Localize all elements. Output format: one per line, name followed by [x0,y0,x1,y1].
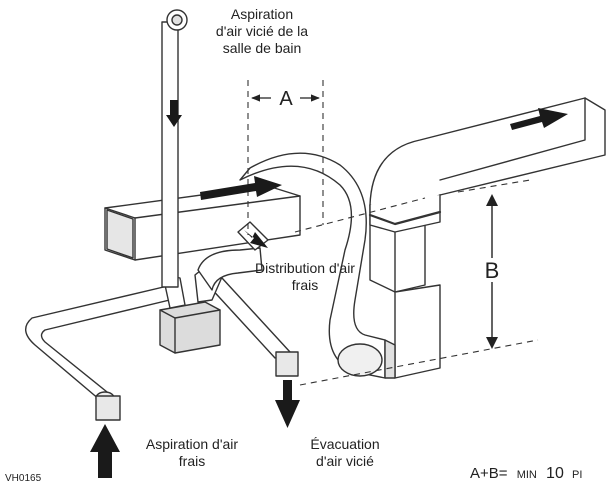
label-bath-exhaust-line2: d'air vicié de la [216,23,308,39]
label-stale-exhaust-line1: Évacuation [310,436,379,452]
vertical-rectangular-duct [368,97,606,379]
bath-exhaust-down-arrow [166,100,182,127]
label-fresh-distribution-line2: frais [292,277,318,293]
stale-exhaust-down-arrow [275,380,300,428]
formula-min: MIN [517,469,537,481]
label-bath-exhaust-line3: salle de bain [223,40,302,56]
label-bath-exhaust-line1: Aspiration [231,6,293,22]
bathroom-exhaust-pipe [161,9,188,288]
dimension-b-arrow-down [486,337,498,349]
dimension-guides [247,80,539,386]
label-dimension-a: A [279,88,293,110]
distribution-arrow [242,228,268,248]
label-fresh-distribution-line1: Distribution d'air [255,260,355,276]
dimension-b [480,194,504,349]
formula-prefix: A+B= [470,465,508,482]
label-fresh-intake-line2: frais [179,453,205,469]
figure-code: VH0165 [5,473,42,484]
supply-duct-right-arrow [200,176,282,200]
fresh-air-intake-pipe [25,284,179,421]
fresh-air-intake-grille [95,395,121,421]
outlet-right-arrow [510,108,568,130]
stale-air-exhaust-grille [275,351,299,377]
label-dimension-b: B [485,258,500,283]
formula-unit: PI [572,469,582,481]
stale-air-exhaust-pipe [207,277,299,377]
fresh-intake-up-arrow [90,424,120,478]
label-fresh-intake-line1: Aspiration d'air [146,436,239,452]
dimension-b-label-bg [480,258,504,282]
label-stale-exhaust-line2: d'air vicié [316,453,374,469]
formula-value: 10 [546,465,564,482]
flow-arrows [90,100,568,478]
formula-text: A+B= MIN 10 PI [470,465,582,482]
main-round-duct [239,152,386,379]
dimension-b-arrow-up [486,194,498,206]
